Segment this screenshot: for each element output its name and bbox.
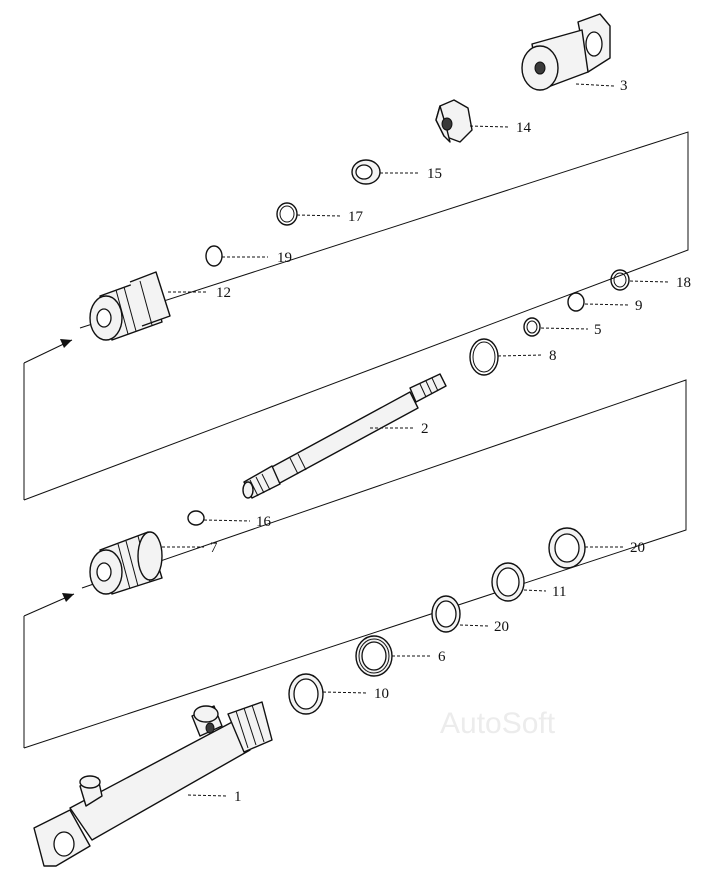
callout-15: 15	[380, 166, 442, 182]
callout-11: 11	[523, 584, 566, 600]
callout-10: 10	[322, 686, 389, 702]
part-6-seal	[355, 635, 393, 677]
callout-18: 18	[629, 275, 691, 291]
part-20-seal-upper	[548, 527, 586, 569]
callout-3: 3	[575, 78, 628, 94]
svg-text:19: 19	[277, 250, 292, 266]
svg-text:14: 14	[516, 120, 532, 136]
callout-6: 6	[392, 649, 446, 665]
callout-9: 9	[584, 298, 643, 314]
callout-20-upper: 20	[585, 540, 645, 556]
svg-text:18: 18	[676, 275, 691, 291]
callout-1: 1	[187, 789, 242, 805]
svg-text:15: 15	[427, 166, 442, 182]
svg-text:20: 20	[630, 540, 645, 556]
part-19-ring	[205, 245, 223, 267]
callout-5: 5	[540, 322, 602, 338]
callout-19: 19	[222, 250, 292, 266]
callout-8: 8	[497, 348, 557, 364]
part-3-rod-end-eye	[521, 13, 611, 91]
part-20-seal-lower	[431, 595, 461, 633]
part-15-seal	[351, 159, 381, 185]
svg-text:5: 5	[594, 322, 602, 338]
arrow-icon	[62, 593, 74, 602]
svg-text:2: 2	[421, 421, 429, 437]
svg-text:7: 7	[210, 540, 218, 556]
part-12-gland	[89, 271, 171, 341]
part-14-hex-nut	[435, 99, 473, 143]
svg-text:9: 9	[635, 298, 643, 314]
lower-assembly-outline	[23, 379, 687, 749]
svg-text:1: 1	[234, 789, 242, 805]
svg-text:3: 3	[620, 78, 628, 94]
callout-16: 16	[203, 514, 272, 530]
callout-12: 12	[168, 285, 231, 301]
part-11-seal	[491, 562, 525, 602]
svg-text:8: 8	[549, 348, 557, 364]
watermark-text: AutoSoft	[440, 707, 556, 740]
part-7-piston	[89, 531, 163, 595]
part-1-cylinder-body	[33, 701, 273, 867]
callout-2: 2	[370, 421, 429, 437]
part-2-piston-rod	[242, 373, 447, 499]
part-9-ring	[567, 292, 585, 312]
svg-text:12: 12	[216, 285, 231, 301]
arrow-icon	[60, 339, 72, 348]
callout-7: 7	[162, 540, 218, 556]
part-16-ring	[187, 510, 205, 526]
part-17-o-ring	[276, 202, 298, 226]
upper-assembly-outline	[23, 131, 689, 501]
svg-text:17: 17	[348, 209, 364, 225]
svg-text:16: 16	[256, 514, 272, 530]
part-5-ring	[523, 317, 541, 337]
svg-text:10: 10	[374, 686, 389, 702]
svg-text:6: 6	[438, 649, 446, 665]
callout-14: 14	[469, 120, 532, 136]
part-18-ring	[610, 269, 630, 291]
svg-text:20: 20	[494, 619, 509, 635]
part-10-seal	[288, 673, 324, 715]
callout-17: 17	[296, 209, 364, 225]
svg-text:11: 11	[552, 584, 566, 600]
part-8-ring	[469, 338, 499, 376]
callout-20-lower: 20	[459, 619, 509, 635]
